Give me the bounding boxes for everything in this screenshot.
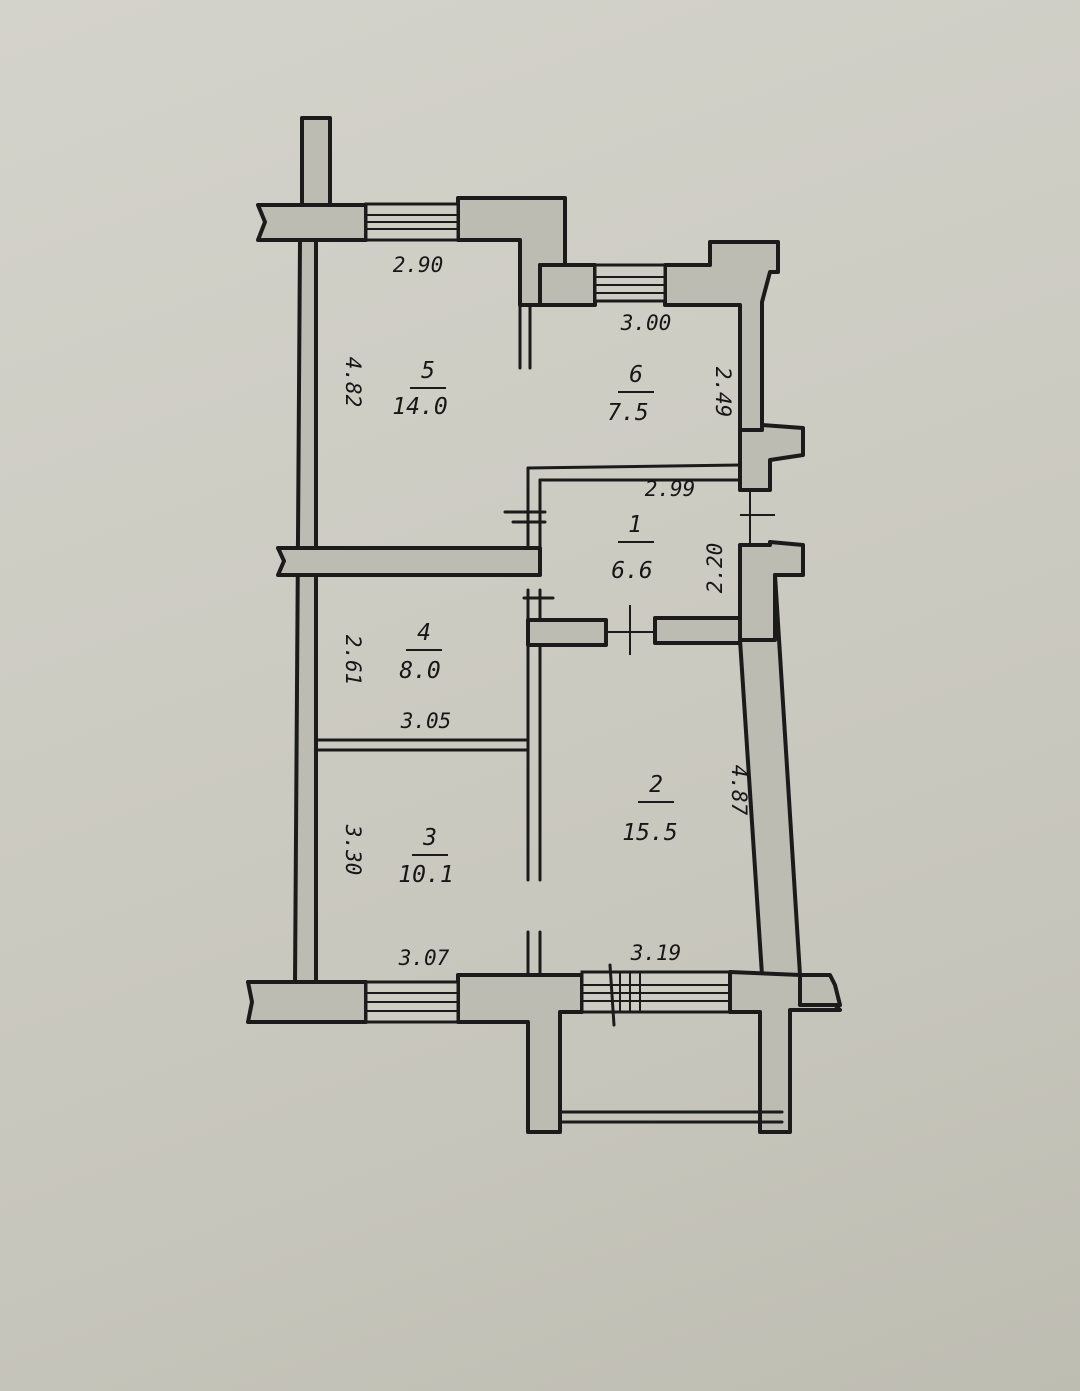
wall-bottom-left (246, 980, 368, 1024)
dim-room-5-height: 4.82 (341, 357, 365, 408)
wall-right (738, 573, 842, 1007)
room-6-label: 6 7.5 (607, 362, 654, 426)
dim-room-3-height: 3.30 (341, 824, 365, 876)
dim-room-5-width: 2.90 (393, 253, 444, 277)
wall-right-stub-lower (738, 540, 805, 642)
window-room-6 (593, 263, 667, 303)
room-5-label: 5 14.0 (392, 358, 447, 420)
dim-room-2-height: 4.87 (727, 765, 751, 816)
dim-room-3-width: 3.07 (398, 946, 450, 970)
room-2-label: 2 15.5 (622, 772, 677, 846)
wall-bottom-right (728, 970, 842, 1134)
room-5-area: 14.0 (392, 394, 447, 420)
room-1-area: 6.6 (611, 558, 653, 584)
room-6-area: 7.5 (607, 400, 649, 426)
room-5-number: 5 (421, 358, 435, 384)
dim-room-6-width: 3.00 (620, 311, 672, 335)
wall-1-2 (526, 618, 608, 647)
wall-5-4 (276, 546, 542, 577)
room-4-label: 4 8.0 (399, 620, 442, 684)
dim-room-2-width: 3.19 (630, 941, 682, 965)
dim-room-4-height: 2.61 (341, 635, 365, 686)
room-3-number: 3 (422, 825, 437, 851)
dim-room-1-height: 2.20 (703, 543, 727, 594)
room-3-area: 10.1 (398, 862, 453, 888)
dim-room-4-width: 3.05 (400, 709, 452, 733)
wall-bottom-mid (456, 973, 584, 1134)
wall-top-left (256, 203, 368, 242)
room-2-number: 2 (649, 772, 663, 798)
dim-room-6-height: 2.49 (711, 367, 735, 418)
room-6-number: 6 (629, 362, 643, 388)
wall-right-stub-upper (738, 423, 805, 492)
room-4-area: 8.0 (399, 658, 441, 684)
room-1-label: 1 6.6 (611, 512, 654, 584)
room-3-label: 3 10.1 (398, 825, 453, 888)
wall-top-right-a (538, 263, 597, 307)
wall-top-right-b (663, 240, 780, 432)
room-4-number: 4 (417, 620, 431, 646)
room-1-number: 1 (628, 512, 642, 538)
wall-1-2-right (653, 616, 742, 645)
dim-room-1-width: 2.99 (645, 477, 696, 501)
room-2-area: 15.5 (622, 820, 677, 846)
wall-1-top (526, 463, 742, 470)
